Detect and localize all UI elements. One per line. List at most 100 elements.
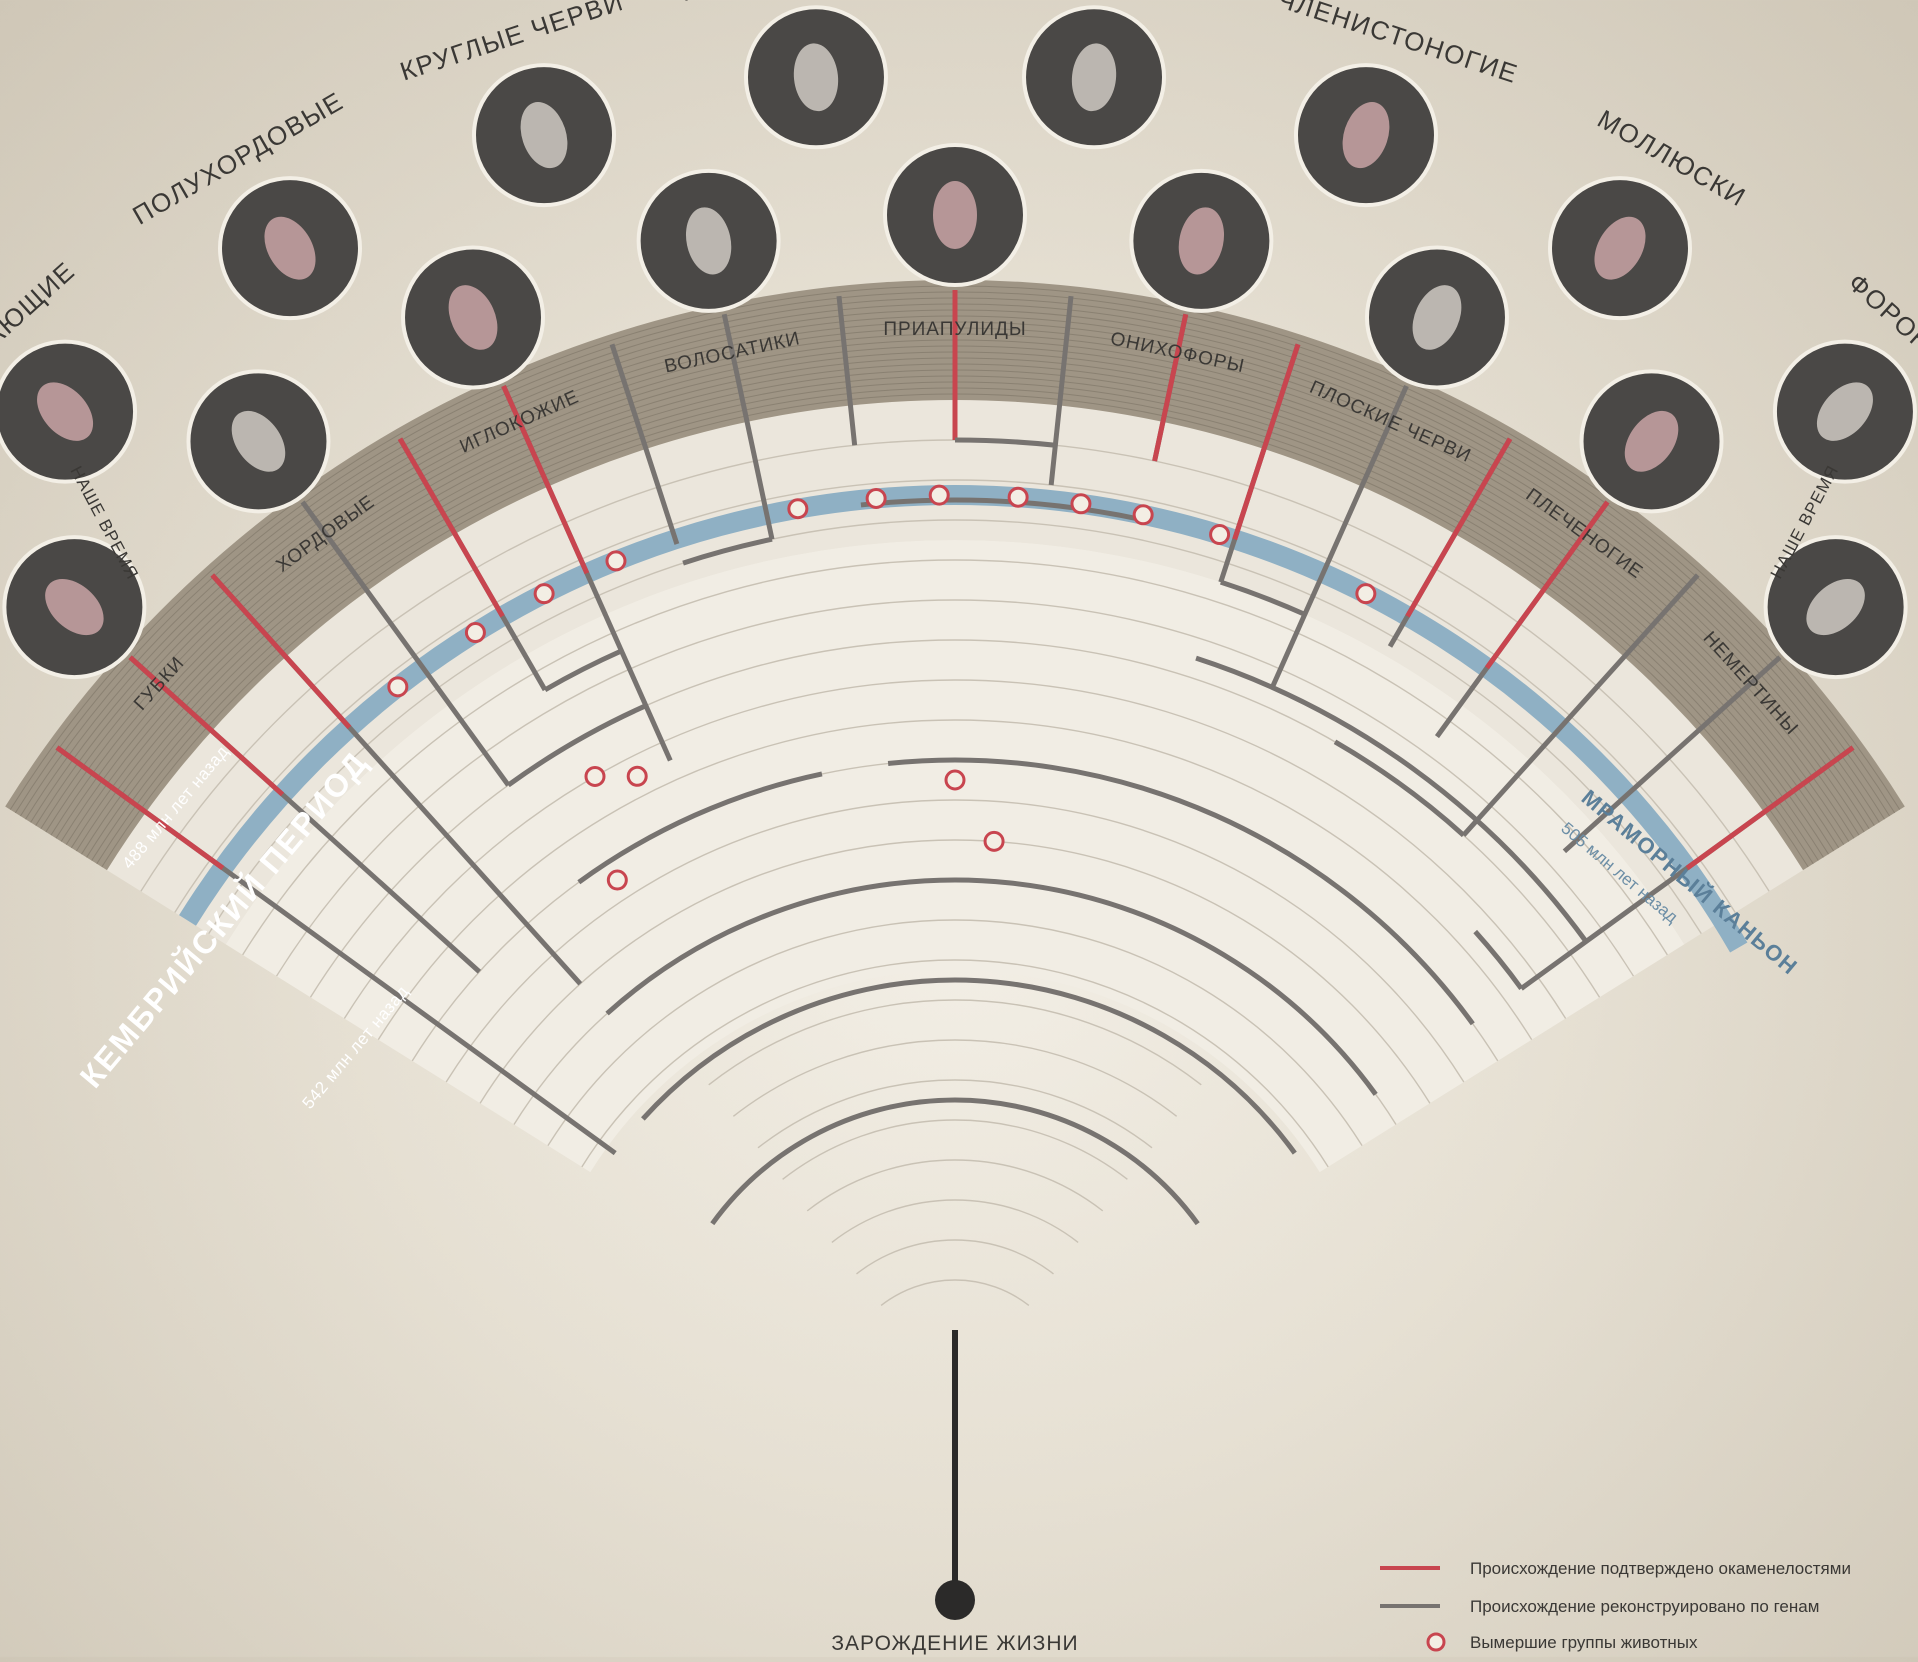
marble-canyon-band (179, 485, 1748, 953)
brachiopod-icon (1579, 369, 1724, 514)
extinct-group-marker (606, 869, 628, 891)
join-arc (543, 648, 623, 693)
branch-nematodes (609, 343, 680, 545)
time-ring (208, 519, 1702, 935)
extinct-group-marker (387, 676, 409, 698)
origin-node (935, 1580, 975, 1620)
fossil-branch-onychophorans (1152, 313, 1189, 462)
time-ring (174, 479, 1736, 913)
group-icons (0, 5, 1917, 680)
fossil-branch-annelids (1685, 745, 1855, 871)
legend: Происхождение подтверждено окаменелостям… (1380, 1559, 1851, 1652)
extinct-group-marker (928, 484, 950, 506)
human-icon (186, 369, 331, 514)
branch-chordates (300, 500, 511, 787)
fossil-branch-brachiopods (1484, 500, 1610, 670)
horsehair-worm-icon (636, 168, 781, 313)
tree-branches (55, 290, 1855, 1600)
velvet-worm-icon (1129, 168, 1274, 313)
join-arc (954, 437, 1056, 448)
snail-icon (1548, 176, 1692, 321)
extinct-group-marker (1007, 486, 1029, 508)
legend-red-text: Происхождение подтверждено окаменелостям… (1470, 1559, 1851, 1578)
fossil-branch-echinoderms (501, 384, 590, 575)
time-ring (782, 1119, 1128, 1180)
extinct-group-marker (787, 498, 809, 520)
priapulid-icon (883, 143, 1027, 287)
time-ring (806, 1159, 1104, 1212)
join-arc (506, 703, 647, 788)
time-ring (377, 719, 1533, 1041)
extinct-group-marker (605, 550, 627, 572)
flatworm-icon (1364, 245, 1509, 390)
extinct-group-marker (983, 830, 1005, 852)
fossil-branch-molluscs (1405, 437, 1513, 618)
label-kinorhynchs: ПОДВИЖНОХОБОТНЫЕ (641, 0, 969, 6)
beetle-icon (1293, 63, 1438, 208)
fossil-branch-sponges (128, 655, 285, 797)
join-arc (860, 497, 1143, 523)
join-arc (1219, 579, 1306, 617)
branch-phoronids (1461, 573, 1700, 837)
legend-circle-text: Вымершие группы животных (1470, 1633, 1698, 1652)
fossil-branch-cnidarians (210, 573, 352, 730)
extinct-group-marker (944, 769, 966, 791)
legend-circle-icon (1426, 1632, 1446, 1652)
kinorhynch-icon (743, 5, 888, 150)
join-arc (1333, 739, 1466, 838)
starfish-icon (401, 245, 546, 390)
origin-label: ЗАРОЖДЕНИЕ ЖИЗНИ (831, 1632, 1078, 1655)
extinct-group-marker (1070, 493, 1092, 515)
time-ring (479, 839, 1431, 1104)
branch-flatworms (1269, 384, 1409, 689)
ribbon-worm-icon (1763, 535, 1908, 680)
extinct-group-marker (464, 622, 486, 644)
phoronid-icon (1772, 339, 1917, 484)
time-ring (242, 559, 1668, 956)
time-ring (831, 1199, 1079, 1243)
time-ring (581, 959, 1329, 1168)
time-ring (856, 1239, 1054, 1275)
label-priapulids: ПРИАПУЛИДЫ (883, 319, 1026, 340)
extinct-group-marker (1209, 524, 1231, 546)
join-arc (577, 771, 823, 885)
join-arc (1473, 929, 1524, 991)
extinct-group-marker (1355, 583, 1377, 605)
extinct-markers (387, 484, 1377, 891)
legend-grey-text: Происхождение реконструировано по генам (1470, 1597, 1819, 1616)
extinct-group-marker (584, 765, 606, 787)
time-ring (547, 919, 1363, 1147)
jellyfish-icon (0, 339, 138, 484)
join-arc (710, 1097, 1200, 1226)
time-ring (880, 1279, 1030, 1306)
acorn-worm-icon (218, 176, 362, 321)
roundworm-icon (472, 63, 617, 208)
time-ring (757, 1079, 1153, 1149)
join-arc (887, 757, 1475, 1026)
branch-tardigrades (1048, 295, 1074, 486)
time-ring (732, 1039, 1178, 1117)
cambrian-band (225, 539, 1685, 1173)
tardigrade-icon (1022, 5, 1167, 150)
time-ring (275, 599, 1635, 977)
extinct-group-marker (626, 765, 648, 787)
now-band (5, 279, 1905, 871)
sponge-icon (2, 535, 147, 680)
time-ring (708, 999, 1202, 1086)
branch-nematomorphs (721, 313, 775, 540)
time-ring (445, 799, 1465, 1083)
join-arc (641, 977, 1297, 1155)
join-arc (605, 877, 1378, 1096)
fossil-branch-arthropods (1232, 343, 1301, 541)
fossil-branch-hemichordates (397, 437, 505, 618)
post-cambrian-band (106, 400, 1804, 945)
branch-kinorhynchs (836, 295, 858, 446)
extinct-group-marker (1132, 504, 1154, 526)
branch-nemerteans (1562, 655, 1782, 854)
join-arc (1195, 655, 1589, 943)
join-arc (682, 536, 773, 566)
fossil-branch-ctenophores (55, 745, 225, 871)
extinct-group-marker (533, 583, 555, 605)
